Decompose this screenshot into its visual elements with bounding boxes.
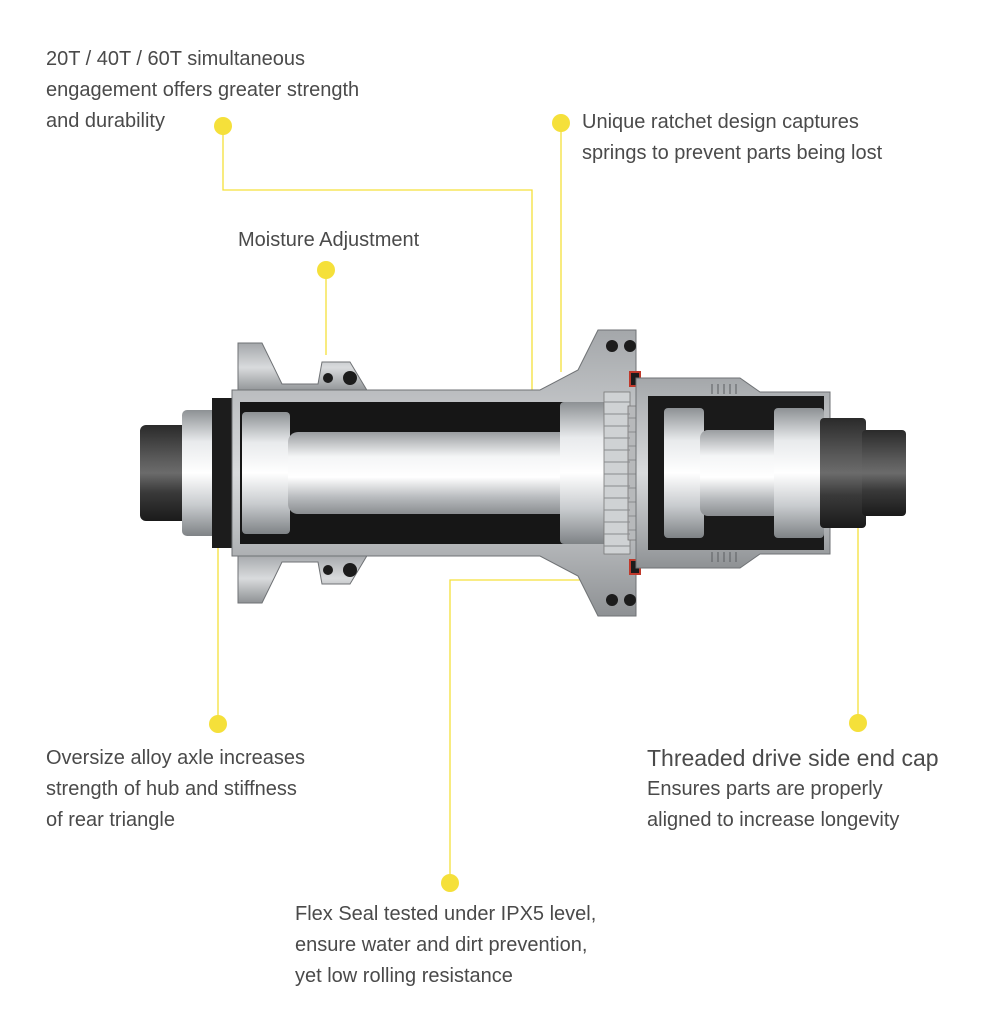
callout-endcap: Threaded drive side end cap Ensures part… [647, 743, 939, 836]
dot-engagement [214, 117, 232, 135]
callout-seal: Flex Seal tested under IPX5 level, ensur… [295, 899, 596, 992]
callout-axle-line-2: strength of hub and stiffness [46, 778, 297, 800]
left-bearing [242, 412, 290, 534]
axle [288, 432, 570, 514]
dot-ratchet [552, 114, 570, 132]
hub-cutaway [140, 329, 906, 617]
callout-endcap-line-2: aligned to increase longevity [647, 809, 900, 831]
dot-seal [441, 874, 459, 892]
callout-seal-line-2: ensure water and dirt prevention, [295, 934, 588, 956]
callout-moisture-line-1: Moisture Adjustment [238, 229, 420, 251]
dot-endcap [849, 714, 867, 732]
callout-moisture: Moisture Adjustment [238, 225, 419, 256]
callout-axle-line-3: of rear triangle [46, 809, 175, 831]
left-end-cap [140, 425, 188, 521]
dot-axle [209, 715, 227, 733]
callout-endcap-line-1: Ensures parts are properly [647, 778, 883, 800]
dot-moisture [317, 261, 335, 279]
callout-ratchet-line-1: Unique ratchet design captures [582, 111, 859, 133]
leader-engagement [222, 126, 533, 392]
leader-lines [217, 123, 859, 883]
callout-axle-line-1: Oversize alloy axle increases [46, 747, 305, 769]
callout-dots [209, 114, 867, 892]
center-bearing [560, 402, 608, 544]
callout-engagement-line-1: 20T / 40T / 60T simultaneous [46, 48, 306, 70]
callout-engagement-line-2: engagement offers greater strength [46, 79, 360, 101]
leader-seal [449, 579, 588, 883]
callout-engagement-line-3: and durability [46, 110, 165, 132]
callout-seal-line-3: yet low rolling resistance [295, 965, 513, 987]
callout-axle: Oversize alloy axle increases strength o… [46, 743, 305, 836]
callout-seal-line-1: Flex Seal tested under IPX5 level, [295, 903, 597, 925]
callout-endcap-title: Threaded drive side end cap [647, 745, 939, 771]
callout-engagement: 20T / 40T / 60T simultaneous engagement … [46, 44, 359, 137]
callout-ratchet-line-2: springs to prevent parts being lost [582, 142, 883, 164]
right-end-cap [820, 418, 866, 528]
callout-ratchet: Unique ratchet design captures springs t… [582, 107, 882, 169]
